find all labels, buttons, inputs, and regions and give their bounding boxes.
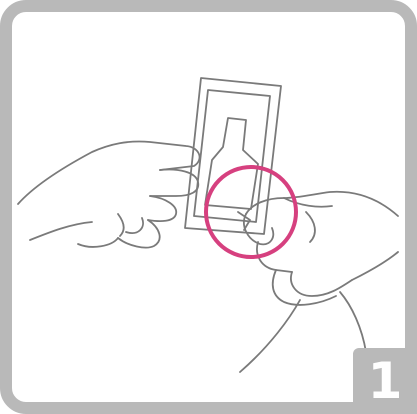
- step-number-badge: 1: [353, 348, 417, 414]
- magnifier-circle-icon: [206, 167, 296, 257]
- left-hand: [18, 141, 200, 247]
- right-hand: [240, 192, 398, 372]
